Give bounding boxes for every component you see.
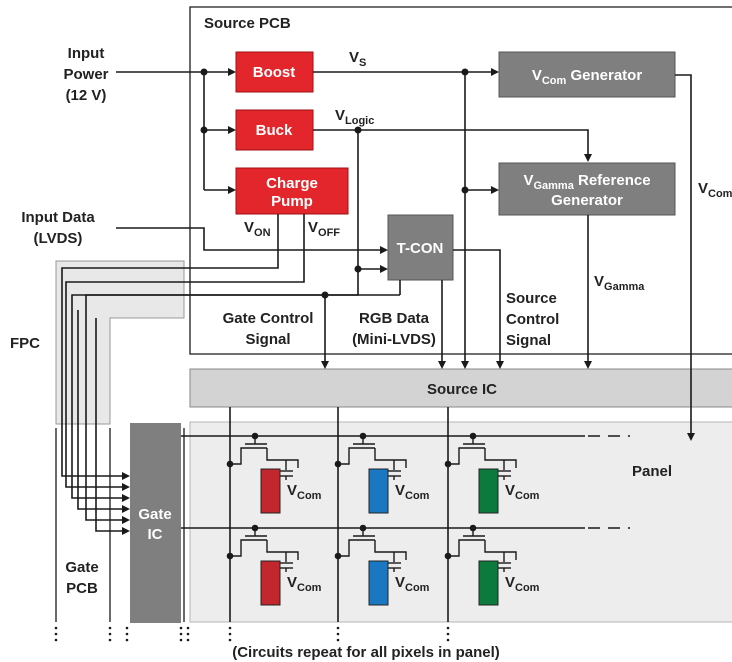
source-ic (189, 368, 732, 408)
vs-label: VS (349, 49, 366, 69)
gate-control-to-fpc (85, 294, 325, 521)
arrow-to-buck (228, 126, 236, 134)
gate-pcb-label: Gate (65, 559, 98, 576)
vcom-output-label: VCom (698, 180, 732, 200)
vcom-output-wire (675, 74, 692, 434)
arrow-to-charge-pump (228, 186, 236, 194)
tcon-block (387, 214, 454, 281)
pixel-cell-blue: VCom (334, 432, 430, 514)
pixel-red (260, 560, 281, 606)
arrow-voff-to-gate-ic (122, 483, 130, 491)
von-wire (61, 214, 279, 477)
pixel-green (478, 560, 499, 606)
pixel-cell-red: VCom (226, 524, 322, 606)
source-ic-label: Source IC (427, 381, 497, 398)
input-data-wire (116, 227, 382, 251)
arrow-vcom-to-panel (687, 433, 695, 441)
pixel-cell-red: VCom (226, 432, 322, 514)
vcom-generator-block (498, 51, 676, 98)
vgamma-reference-label: VGamma Reference (523, 172, 650, 192)
pixel-blue (368, 468, 389, 514)
source-control-label-2: Control (506, 311, 559, 328)
buck-block (235, 109, 314, 151)
gate-control-wire-2 (324, 294, 400, 362)
boost-label: Boost (253, 64, 296, 81)
von-label: VON (244, 219, 271, 239)
buck-label: Buck (256, 122, 293, 139)
arrow-to-boost (228, 68, 236, 76)
rgb-data-label-2: (Mini-LVDS) (352, 331, 436, 348)
arrow-to-vgamma-gen (491, 186, 499, 194)
arrow-to-vcom-gen (491, 68, 499, 76)
pixel-vcom-label: VCom (395, 482, 430, 502)
arrow-data-to-tcon (380, 246, 388, 254)
gate-extra-wire-2 (95, 318, 124, 532)
arrow-vlogic-to-gate-ic (122, 494, 130, 502)
pixel-cell-green: VCom (444, 524, 540, 606)
panel-label: Panel (632, 463, 672, 480)
gate-pcb-label-2: PCB (66, 580, 98, 597)
source-control-label-3: Signal (506, 332, 551, 349)
gate-control-label-2: Signal (245, 331, 290, 348)
vgamma-label: VGamma (594, 273, 645, 293)
pixel-green (478, 468, 499, 514)
pixel-vcom-label: VCom (505, 574, 540, 594)
input-data-label-2: (LVDS) (34, 230, 83, 247)
input-power-label: Input (68, 45, 105, 62)
vcom-generator-label: VCom Generator (532, 67, 642, 87)
boost-block (235, 51, 314, 93)
tcon-label: T-CON (397, 240, 444, 257)
arrow-gate-ctrl-to-source (321, 361, 329, 369)
vgamma-reference-block (498, 162, 676, 216)
source-control-label: Source (506, 290, 557, 307)
fpc-region (55, 260, 185, 425)
charge-pump-label-2: Pump (271, 193, 313, 210)
source-control-wire (453, 249, 501, 362)
input-power-label-3: (12 V) (66, 87, 107, 104)
gate-extra-wire-1 (77, 310, 124, 510)
vlogic-rail (313, 129, 589, 155)
voff-wire (65, 214, 305, 488)
input-data-label: Input Data (21, 209, 95, 226)
source-pcb-outline (189, 6, 732, 355)
pixel-vcom-label: VCom (505, 482, 540, 502)
arrow-gate-ctrl-to-gate-ic (122, 516, 130, 524)
pixel-blue (368, 560, 389, 606)
charge-pump-label: Charge (266, 175, 318, 192)
arrow-vlogic-to-tcon (380, 265, 388, 273)
vgamma-reference-label-2: Generator (551, 192, 623, 209)
arrow-source-control (496, 361, 504, 369)
pixel-vcom-label: VCom (287, 574, 322, 594)
gate-ic-label: Gate (138, 506, 171, 523)
vlogic-label: VLogic (335, 107, 374, 127)
charge-pump-block (235, 167, 349, 215)
repeat-dots (54, 626, 450, 642)
pixel-vcom-label: VCom (395, 574, 430, 594)
arrow-vgamma-to-source-ic (584, 361, 592, 369)
fpc-label: FPC (10, 335, 40, 352)
input-power-label-2: Power (63, 66, 108, 83)
rgb-data-label: RGB Data (359, 310, 430, 327)
gate-ic-label-2: IC (148, 526, 163, 543)
pixel-red (260, 468, 281, 514)
vlogic-drop (71, 130, 359, 499)
arrow-rgb-to-source-ic (438, 361, 446, 369)
arrow-vs-to-source-ic (461, 361, 469, 369)
voff-label: VOFF (308, 219, 340, 239)
footnote: (Circuits repeat for all pixels in panel… (232, 644, 500, 661)
source-pcb-label: Source PCB (204, 15, 291, 32)
gate-ic (130, 423, 181, 623)
pixel-cell-green: VCom (444, 432, 540, 514)
gate-control-label: Gate Control (223, 310, 314, 327)
pixel-vcom-label: VCom (287, 482, 322, 502)
pixel-cell-blue: VCom (334, 524, 430, 606)
arrow-von-to-gate-ic (122, 472, 130, 480)
arrow-vlogic-to-vgamma (584, 154, 592, 162)
